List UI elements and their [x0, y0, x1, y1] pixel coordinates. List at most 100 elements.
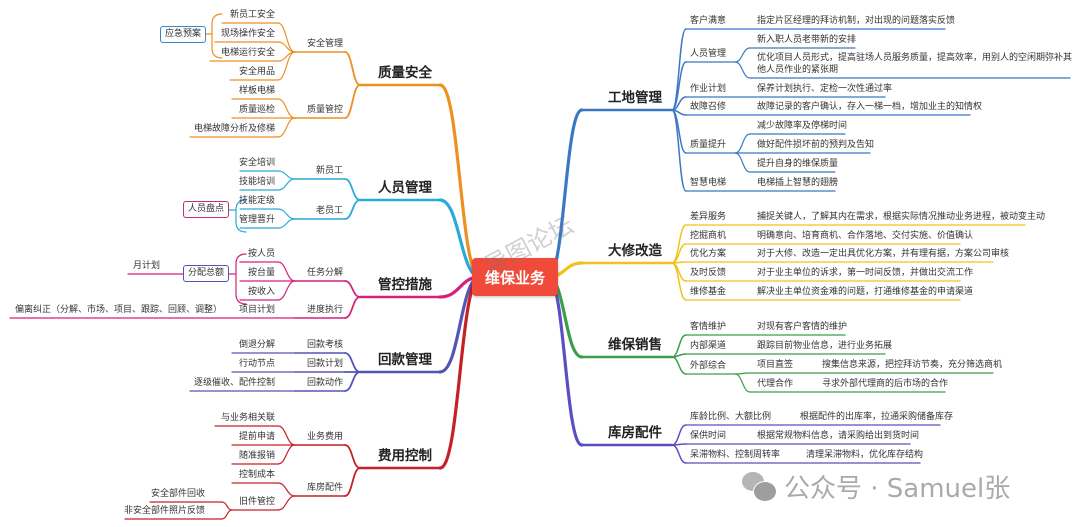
leaf-topic[interactable]: 旧件管控: [238, 497, 275, 507]
leaf-topic[interactable]: 随准报销: [238, 451, 275, 461]
leaf-topic[interactable]: 行动节点: [238, 359, 275, 369]
leaf-topic[interactable]: 按人员: [247, 249, 275, 259]
leaf-topic[interactable]: 新员工安全: [229, 10, 275, 20]
subtopic[interactable]: 质量管控: [306, 105, 343, 115]
subtopic[interactable]: 优化方案: [690, 249, 727, 259]
branch-curve: [344, 444, 361, 469]
subtopic[interactable]: 安全管理: [306, 39, 343, 49]
bracket: [235, 253, 247, 305]
leaf-topic[interactable]: 新入职人员老带新的安排: [757, 35, 857, 45]
leaf-topic[interactable]: 安全用品: [238, 67, 275, 77]
subtopic[interactable]: 外部综合: [690, 361, 727, 371]
subtopic[interactable]: 任务分解: [306, 268, 343, 278]
leaf-topic[interactable]: 与业务相关联: [220, 413, 275, 423]
leaf-topic[interactable]: 月计划: [133, 261, 161, 271]
tag-box-staff-inventory[interactable]: 人员盘点: [183, 201, 230, 218]
central-topic[interactable]: 维保业务: [472, 258, 558, 296]
tag-box-emergency-plan[interactable]: 应急预案: [160, 26, 207, 43]
branch-curve: [344, 296, 361, 319]
subtopic[interactable]: 新员工: [315, 166, 343, 176]
leaf-topic[interactable]: 按收入: [247, 287, 275, 297]
leaf-topic[interactable]: 优化项目人员形式，提高驻场人员服务质量，提高效率，用别人的空闲期弥补其他人员作业…: [757, 53, 1073, 75]
leaf-topic[interactable]: 管理晋升: [238, 215, 275, 225]
subtopic[interactable]: 质量提升: [690, 140, 727, 150]
footer-watermark: 公众号 · Samuel张: [742, 468, 1010, 505]
leaf-topic[interactable]: 项目计划: [238, 305, 275, 315]
subtopic[interactable]: 老员工: [315, 206, 343, 216]
subtopic[interactable]: 库龄比例、大额比例: [690, 412, 772, 422]
subtopic[interactable]: 业务费用: [306, 432, 343, 442]
subtopic[interactable]: 进度执行: [306, 305, 343, 315]
leaf-topic[interactable]: 非安全部件照片反馈: [123, 506, 205, 516]
leaf-topic[interactable]: 故障记录的客户确认，存入一梯一档，增加业主的知情权: [757, 102, 983, 112]
leaf-topic[interactable]: 偏离纠正（分解、市场、项目、跟踪、回顾、调整）: [15, 305, 223, 315]
subtopic[interactable]: 挖掘商机: [690, 231, 727, 241]
leaf-topic[interactable]: 跟踪目前物业信息，进行业务拓展: [757, 341, 893, 351]
main-topic[interactable]: 工地管理: [608, 90, 662, 106]
leaf-topic[interactable]: 代理合作: [757, 379, 794, 389]
subtopic[interactable]: 作业计划: [690, 84, 727, 94]
leaf-topic[interactable]: 电梯故障分析及修梯: [193, 124, 275, 134]
subtopic[interactable]: 呆滞物料、控制周转率: [690, 450, 781, 460]
main-topic[interactable]: 回款管理: [378, 352, 432, 368]
subtopic[interactable]: 人员管理: [690, 49, 727, 59]
leaf-topic[interactable]: 保养计划执行、定检一次性通过率: [757, 84, 893, 94]
leaf-topic[interactable]: 对于业主单位的诉求，第一时间反馈，并做出交流工作: [757, 268, 974, 278]
leaf-topic[interactable]: 电梯插上智慧的翅膀: [757, 178, 839, 188]
subtopic[interactable]: 回款考核: [306, 340, 343, 350]
leaf-topic[interactable]: 逐级催收、配件控制: [193, 378, 275, 388]
leaf-topic[interactable]: 减少故障率及停梯时间: [757, 121, 848, 131]
leaf-topic[interactable]: 解决业主单位资金难的问题，打通维修基金的申请渠道: [757, 287, 974, 297]
main-topic[interactable]: 大修改造: [608, 243, 662, 259]
leaf-topic[interactable]: 提升自身的维保质量: [757, 159, 839, 169]
leaf-detail[interactable]: 寻求外部代理商的后市场的合作: [822, 379, 949, 389]
subtopic[interactable]: 客情维护: [690, 322, 727, 332]
leaf-topic[interactable]: 根据配件的出库率，拉通采购储备库存: [800, 412, 954, 422]
subtopic[interactable]: 故障召修: [690, 102, 727, 112]
leaf-topic[interactable]: 指定片区经理的拜访机制，对出现的问题落实反馈: [757, 16, 956, 26]
branch-curve: [277, 51, 296, 81]
leaf-topic[interactable]: 技能培训: [238, 177, 275, 187]
subtopic[interactable]: 回款计划: [306, 359, 343, 369]
main-topic[interactable]: 管控措施: [378, 277, 432, 293]
subtopic[interactable]: 回款动作: [306, 378, 343, 388]
leaf-topic[interactable]: 对现有客户客情的维护: [757, 322, 848, 332]
branch-curve: [277, 495, 296, 511]
leaf-topic[interactable]: 捕捉关键人，了解其内在需求，根据实际情况推动业务进程，被动变主动: [757, 212, 1046, 222]
subtopic[interactable]: 客户满意: [690, 16, 727, 26]
leaf-detail[interactable]: 搜集信息来源，把控拜访节奏，充分筛选商机: [822, 360, 1003, 370]
main-topic[interactable]: 质量安全: [378, 65, 432, 81]
leaf-topic[interactable]: 明确意向、培育商机、合作落地、交付实施、价值确认: [757, 231, 974, 241]
branch-curve: [734, 152, 751, 173]
leaf-topic[interactable]: 技能定级: [238, 196, 275, 206]
leaf-topic[interactable]: 样板电梯: [238, 86, 275, 96]
leaf-topic[interactable]: 提前申请: [238, 432, 275, 442]
branch-curve: [671, 356, 687, 375]
main-topic[interactable]: 维保销售: [608, 337, 662, 353]
leaf-topic[interactable]: 清理呆滞物料，优化库存结构: [806, 450, 924, 460]
leaf-topic[interactable]: 倒退分解: [238, 340, 275, 350]
leaf-topic[interactable]: 质量巡检: [238, 105, 275, 115]
tag-box-allocation-total[interactable]: 分配总额: [183, 265, 230, 282]
subtopic[interactable]: 库房配件: [306, 483, 343, 493]
leaf-topic[interactable]: 控制成本: [238, 470, 275, 480]
subtopic[interactable]: 差异服务: [690, 212, 727, 222]
leaf-topic[interactable]: 对于大修、改造一定出具优化方案，并有理有据，方案公司审核: [757, 249, 1010, 259]
subtopic[interactable]: 及时反馈: [690, 268, 727, 278]
leaf-topic[interactable]: 根据常规物料信息，请采购给出到货时间: [757, 431, 920, 441]
subtopic[interactable]: 维修基金: [690, 287, 727, 297]
leaf-topic[interactable]: 按台量: [247, 268, 275, 278]
main-topic[interactable]: 库房配件: [608, 425, 662, 441]
leaf-topic[interactable]: 项目直签: [757, 360, 794, 370]
leaf-topic[interactable]: 做好配件损坏前的预判及告知: [757, 140, 875, 150]
main-topic[interactable]: 人员管理: [378, 180, 432, 196]
leaf-topic[interactable]: 现场操作安全: [220, 29, 275, 39]
main-topic[interactable]: 费用控制: [378, 448, 432, 464]
subtopic[interactable]: 保供时间: [690, 431, 727, 441]
leaf-topic[interactable]: 安全培训: [238, 158, 275, 168]
subtopic[interactable]: 智慧电梯: [690, 178, 727, 188]
bracket: [211, 13, 223, 59]
leaf-topic[interactable]: 安全部件回收: [150, 489, 205, 499]
leaf-topic[interactable]: 电梯运行安全: [220, 48, 275, 58]
subtopic[interactable]: 内部渠道: [690, 341, 727, 351]
